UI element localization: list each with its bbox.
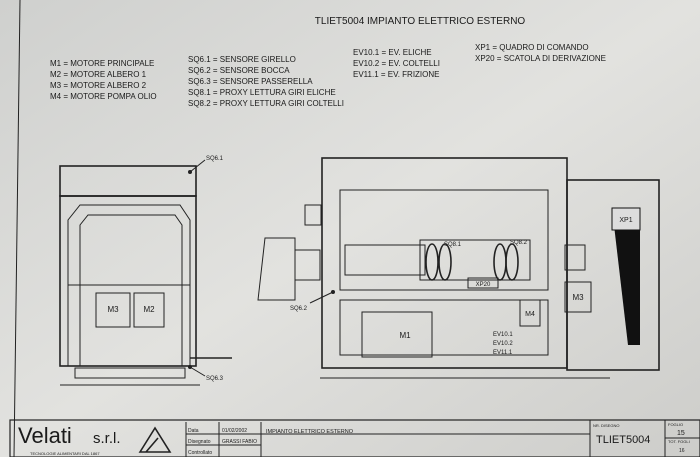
- side-view: XP20 SQ8.1 SQ8.2 SQ6.2 M1 M4 EV10.1 EV10…: [257, 157, 660, 379]
- legend-item: SQ8.2 = PROXY LETTURA GIRI COLTELLI: [188, 99, 344, 108]
- legend-item: SQ8.1 = PROXY LETTURA GIRI ELICHE: [188, 88, 336, 97]
- ev10-1-label: EV10.1: [493, 332, 513, 338]
- legend-item: SQ6.1 = SENSORE GIRELLO: [188, 55, 296, 64]
- legend-valves: EV10.1 = EV. ELICHE EV10.2 = EV. COLTELL…: [353, 48, 440, 79]
- legend-item: M1 = MOTORE PRINCIPALE: [50, 59, 154, 68]
- sq8-2-label: SQ8.2: [510, 240, 528, 246]
- legend-item: EV10.1 = EV. ELICHE: [353, 48, 432, 57]
- legend-item: XP20 = SCATOLA DI DERIVAZIONE: [475, 54, 606, 63]
- legend-item: EV10.2 = EV. COLTELLI: [353, 59, 440, 68]
- sq8-1-label: SQ8.1: [444, 242, 462, 248]
- sq6-1-label: SQ6.1: [206, 156, 224, 162]
- sheet-label: FOGLIO: [668, 422, 683, 427]
- drawing-title: TLIET5004 IMPIANTO ELETTRICO ESTERNO: [315, 16, 526, 27]
- description-value: IMPIANTO ELETTRICO ESTERNO: [266, 429, 354, 435]
- m3-right-label: M3: [572, 293, 584, 302]
- xp1-label: XP1: [619, 217, 632, 224]
- legend-sensors: SQ6.1 = SENSORE GIRELLO SQ6.2 = SENSORE …: [188, 55, 344, 108]
- checked-label: Controllato: [188, 450, 212, 456]
- xp20-label: XP20: [476, 282, 491, 288]
- sheet-value: 15: [677, 430, 685, 437]
- legend-item: SQ6.3 = SENSORE PASSERELLA: [188, 77, 313, 86]
- m4-label: M4: [525, 311, 535, 318]
- m1-label: M1: [399, 331, 411, 340]
- company-name: Velati: [18, 423, 72, 448]
- company-logo: [138, 426, 172, 453]
- front-view: M3 M2 SQ6.1 SQ6.3: [59, 156, 232, 386]
- company-suffix: s.r.l.: [93, 430, 121, 447]
- total-sheets-label: TOT. FOGLI: [668, 439, 690, 444]
- legend-item: M3 = MOTORE ALBERO 2: [50, 81, 147, 90]
- ev10-2-label: EV10.2: [493, 341, 513, 347]
- sq6-3-label: SQ6.3: [206, 376, 224, 382]
- date-label: Data: [188, 428, 199, 434]
- title-block: Velati s.r.l. TECNOLOGIE ALIMENTARI DAL …: [9, 419, 700, 457]
- legend-item: SQ6.2 = SENSORE BOCCA: [188, 66, 290, 75]
- drawn-by-value: GRASSI FABIO: [222, 439, 257, 445]
- legend-item: M4 = MOTORE POMPA OLIO: [50, 92, 157, 101]
- legend-item: EV11.1 = EV. FRIZIONE: [353, 70, 439, 79]
- drawing-no-label: NR. DISEGNO: [593, 423, 619, 428]
- legend-item: M2 = MOTORE ALBERO 1: [50, 70, 147, 79]
- sq6-2-label: SQ6.2: [290, 306, 308, 312]
- total-sheets-value: 16: [679, 448, 685, 454]
- legend-motors: M1 = MOTORE PRINCIPALE M2 = MOTORE ALBER…: [50, 59, 157, 101]
- legend-panels: XP1 = QUADRO DI COMANDO XP20 = SCATOLA D…: [475, 43, 606, 63]
- drawn-label: Disegnato: [188, 439, 211, 445]
- date-value: 01/02/2002: [222, 428, 247, 434]
- ev11-1-label: EV11.1: [493, 350, 513, 356]
- border-line: [13, 0, 21, 457]
- company-tagline: TECNOLOGIE ALIMENTARI DAL 1867: [30, 451, 100, 456]
- m3-label: M3: [107, 305, 119, 314]
- drawing-no-value: TLIET5004: [596, 434, 650, 446]
- m2-label: M2: [143, 305, 155, 314]
- legend-item: XP1 = QUADRO DI COMANDO: [475, 43, 589, 52]
